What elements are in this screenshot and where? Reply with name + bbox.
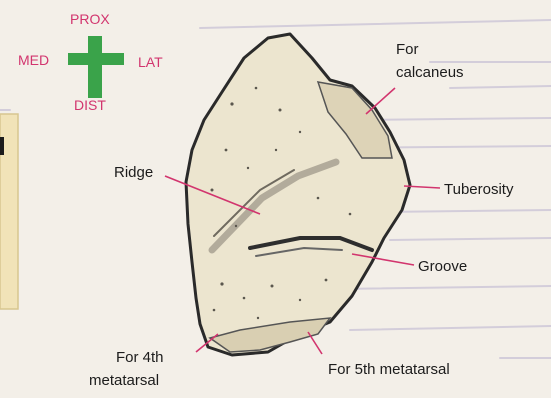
label-for-4th-line2: metatarsal [89, 372, 159, 389]
label-tuberosity: Tuberosity [444, 181, 514, 198]
label-for-4th-line1: For 4th [116, 349, 164, 366]
label-for-calcaneus-line1: For [396, 41, 419, 58]
label-for-5th: For 5th metatarsal [328, 361, 450, 378]
orientation-lat: LAT [138, 54, 163, 70]
label-for-calcaneus-line2: calcaneus [396, 64, 464, 81]
orientation-prox: PROX [70, 11, 110, 27]
orientation-cross [68, 36, 124, 98]
label-ridge: Ridge [114, 164, 153, 181]
side-panel-mark [0, 137, 4, 155]
leader-calcaneus [366, 88, 395, 114]
orientation-med: MED [18, 52, 49, 68]
cuboid-bone [186, 34, 410, 355]
orientation-dist: DIST [74, 97, 106, 113]
label-groove: Groove [418, 258, 467, 275]
